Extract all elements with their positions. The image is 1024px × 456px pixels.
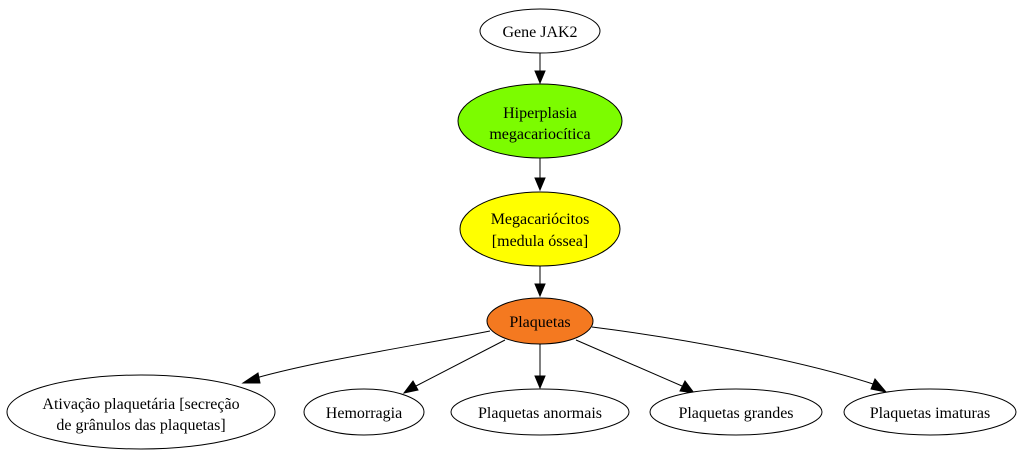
edge-hiperplasia-to-megacariocitos (534, 158, 546, 192)
node-megacariocitos-label-line-1: Megacariócitos (491, 211, 590, 228)
edge-plaquetas-to-plaquetas-grandes (575, 339, 696, 394)
node-hiperplasia-label-line-2: megacariocítica (489, 126, 590, 143)
node-hiperplasia-shape (457, 83, 623, 159)
node-hiperplasia-label-line-1: Hiperplasia (503, 105, 577, 122)
node-hemorragia-label: Hemorragia (326, 405, 402, 422)
edge-plaquetas-to-plaquetas-anormais (534, 344, 546, 390)
node-plaquetas-grandes: Plaquetas grandes (649, 388, 823, 436)
node-plaquetas-shape (486, 297, 594, 345)
node-plaquetas-grandes-shape (649, 388, 823, 436)
node-plaquetas: Plaquetas (486, 297, 594, 345)
node-gene-jak2-label: Gene JAK2 (502, 24, 577, 41)
node-gene-jak2-shape (479, 8, 601, 54)
node-gene-jak2: Gene JAK2 (479, 8, 601, 54)
node-plaquetas-anormais-shape (450, 388, 630, 436)
node-plaquetas-imaturas-shape (843, 388, 1017, 436)
node-ativacao: Ativação plaquetária [secreção de grânul… (6, 374, 276, 450)
edge-plaquetas-to-ativacao (241, 330, 491, 384)
edge-megacariocitos-to-plaquetas (534, 266, 546, 298)
nodes: Gene JAK2 Hiperplasia megacariocítica Me… (6, 8, 1017, 450)
node-plaquetas-imaturas: Plaquetas imaturas (843, 388, 1017, 436)
edge-plaquetas-to-plaquetas-imaturas (591, 326, 888, 393)
node-hiperplasia: Hiperplasia megacariocítica (457, 83, 623, 159)
node-plaquetas-imaturas-label: Plaquetas imaturas (870, 405, 990, 422)
node-megacariocitos: Megacariócitos [medula óssea] (459, 191, 621, 267)
node-megacariocitos-label-line-2: [medula óssea] (492, 233, 588, 250)
node-plaquetas-anormais: Plaquetas anormais (450, 388, 630, 436)
node-ativacao-label-line-1: Ativação plaquetária [secreção (42, 396, 239, 413)
node-hemorragia: Hemorragia (303, 388, 425, 436)
node-megacariocitos-shape (459, 191, 621, 267)
node-ativacao-label-line-2: de grânulos das plaquetas] (56, 417, 225, 434)
edge-gene-jak2-to-hiperplasia (534, 53, 546, 85)
node-plaquetas-label: Plaquetas (509, 314, 570, 331)
edges (241, 53, 888, 394)
node-hemorragia-shape (303, 388, 425, 436)
edge-plaquetas-to-hemorragia (402, 339, 506, 394)
node-plaquetas-anormais-label: Plaquetas anormais (478, 405, 602, 422)
node-plaquetas-grandes-label: Plaquetas grandes (678, 405, 793, 422)
node-ativacao-shape (6, 374, 276, 450)
